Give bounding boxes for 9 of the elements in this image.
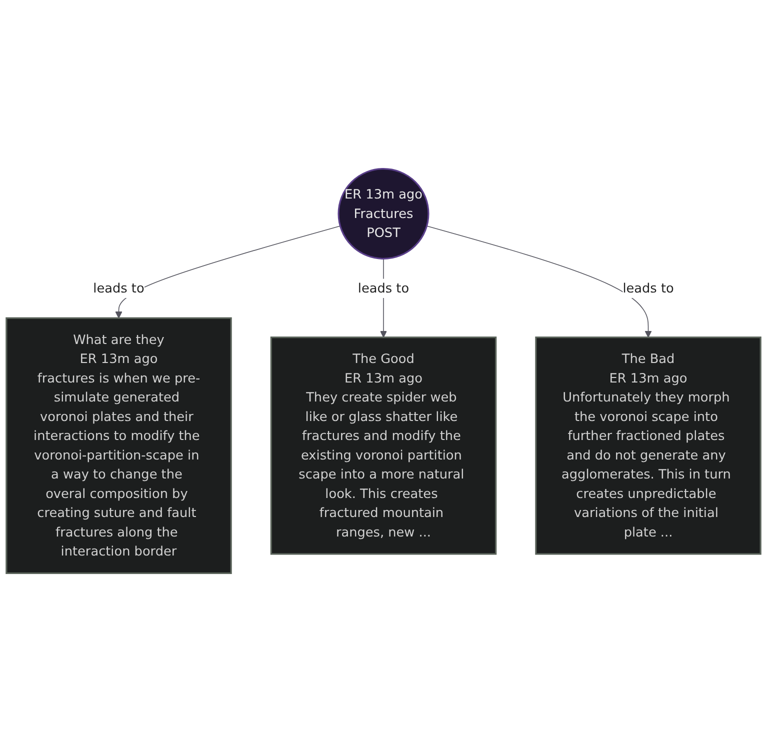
node-box: The Good ER 13m ago They create spider web like or glass shatter like fractures and modify the existing voronoi partition scape into a more natural look. This creates fractured mountain ranges, new ...: [270, 336, 497, 555]
node-box: The Bad ER 13m ago Unfortunately they morph the voronoi scape into further fractioned plates and do not generate any agglomerates. This in turn creates unpredictable variations of the initial plate ...: [535, 336, 762, 555]
arrow: [426, 226, 652, 338]
arrow: [115, 226, 341, 318]
node-circle: ER 13m ago Fractures POST: [338, 168, 430, 260]
edge-label: leads to: [93, 280, 144, 296]
node-box: What are they ER 13m ago fractures is when we pre-simulate generated voronoi plates and their interactions to modify the voronoi-partition-scape in a way to change the overal composition by creating suture and fault fractures along the interaction border: [6, 317, 232, 574]
edge-label: leads to: [358, 280, 410, 296]
edge-label: leads to: [622, 280, 674, 296]
